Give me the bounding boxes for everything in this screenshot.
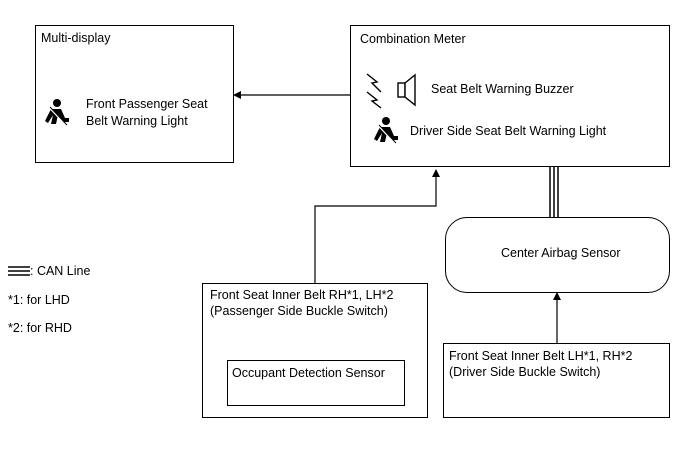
legend-can-line: : CAN Line: [30, 264, 91, 278]
legend-note-rhd: *2: for RHD: [8, 321, 72, 335]
front-passenger-light-label-line2: Belt Warning Light: [86, 114, 188, 128]
center-airbag-sensor-label: Center Airbag Sensor: [501, 246, 621, 260]
driver-light-label: Driver Side Seat Belt Warning Light: [410, 124, 607, 138]
legend-note-lhd: *1: for LHD: [8, 293, 70, 307]
combination-meter-title: Combination Meter: [360, 32, 466, 46]
multi-display-box: Multi-display Front Passenger Seat Belt …: [35, 25, 234, 163]
seatbelt-icon: [42, 98, 72, 133]
passenger-buckle-line1: Front Seat Inner Belt RH*1, LH*2: [210, 288, 394, 302]
driver-buckle-line1: Front Seat Inner Belt LH*1, RH*2: [449, 349, 633, 363]
driver-buckle-line2: (Driver Side Buckle Switch): [449, 365, 601, 379]
front-passenger-light-label-line1: Front Passenger Seat: [86, 97, 208, 111]
center-airbag-sensor-box: Center Airbag Sensor: [445, 217, 670, 293]
buzzer-icon: [363, 70, 423, 115]
seatbelt-icon: [371, 116, 401, 151]
driver-buckle-box: Front Seat Inner Belt LH*1, RH*2 (Driver…: [443, 343, 670, 418]
combination-meter-box: Combination Meter Seat Belt Warning Buzz…: [350, 25, 670, 167]
can-line-meter-airbag: [549, 166, 559, 217]
passenger-buckle-line2: (Passenger Side Buckle Switch): [210, 304, 388, 318]
occupant-detection-box: Occupant Detection Sensor: [227, 360, 405, 406]
can-line-legend-symbol: [8, 266, 30, 276]
passenger-buckle-box: Front Seat Inner Belt RH*1, LH*2 (Passen…: [202, 283, 428, 418]
occupant-detection-label: Occupant Detection Sensor: [232, 366, 385, 380]
multi-display-title: Multi-display: [41, 31, 111, 45]
buzzer-label: Seat Belt Warning Buzzer: [431, 82, 574, 96]
line-passenger-buckle-to-meter: [314, 169, 440, 283]
